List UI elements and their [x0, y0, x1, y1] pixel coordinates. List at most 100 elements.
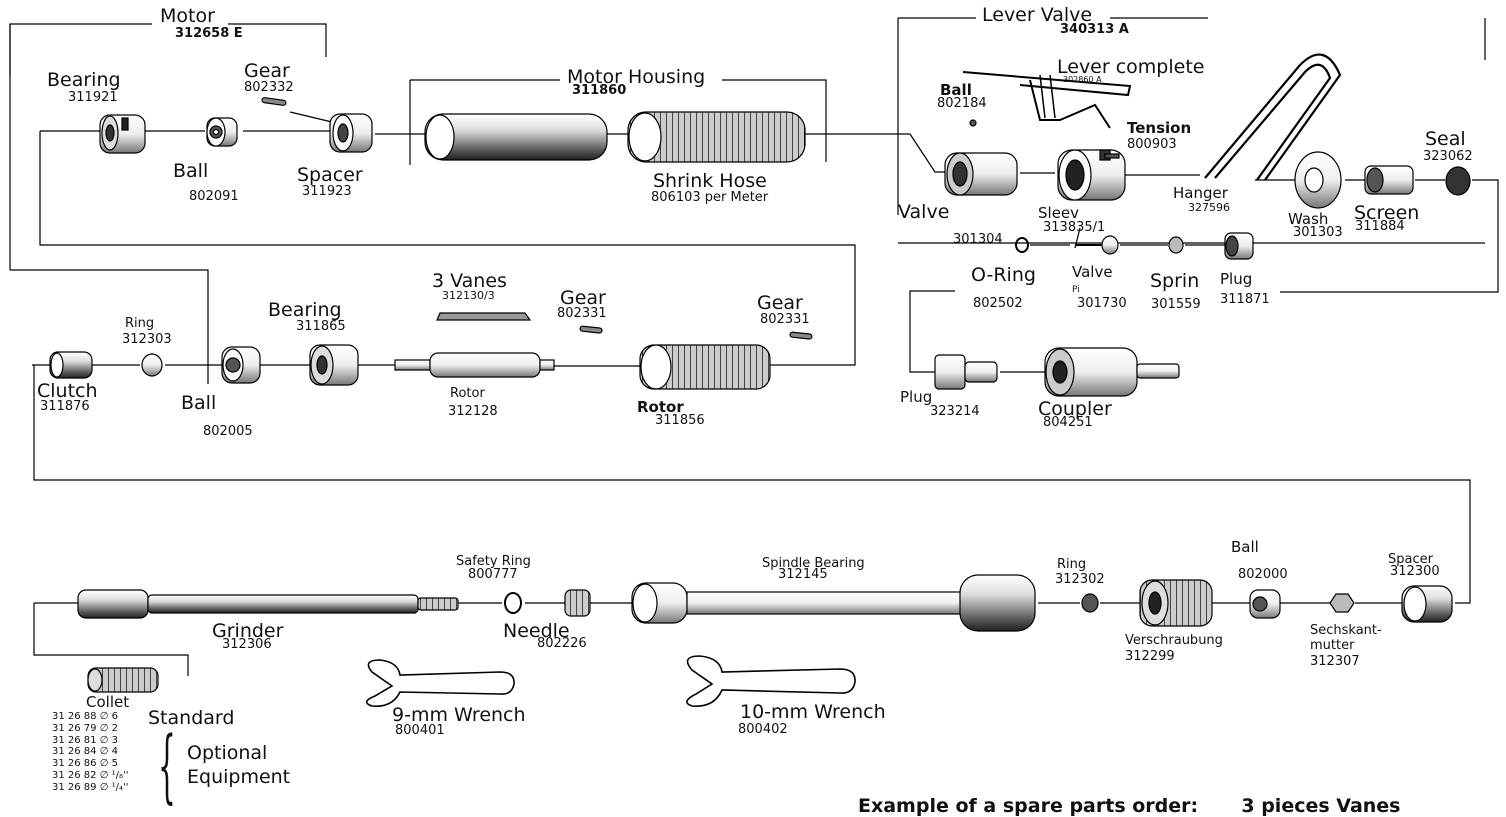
tension-name: Tension — [1127, 119, 1192, 137]
gear-802332-part: 802332 — [244, 80, 294, 95]
seal-drawing — [1445, 166, 1471, 196]
lever-complete-name: Lever complete — [1057, 56, 1205, 78]
motor-assembly-part: 312658 E — [175, 26, 243, 41]
order-example: 3 pieces Vanes — [1241, 795, 1401, 817]
lever-complete-part: 302860 A — [1063, 75, 1102, 84]
spindle-bearing-part: 312145 — [778, 567, 828, 582]
spacer-312300-name: Spacer — [1388, 552, 1433, 567]
safety-ring-drawing — [504, 592, 522, 614]
ball-802091-name: Ball — [173, 160, 209, 182]
lever-valve-name: Lever Valve — [982, 4, 1093, 26]
motor-assembly-name: Motor — [160, 5, 215, 27]
spring-part: 301559 — [1151, 297, 1201, 312]
seal-part: 323062 — [1423, 149, 1473, 164]
collet-item: 31 26 89 ∅ ¹/₄'' — [52, 781, 129, 793]
sechskantmutter-drawing — [1329, 593, 1355, 613]
o-ring-part-a: 301304 — [953, 232, 1003, 247]
gear-802331-b-name: Gear — [757, 292, 803, 314]
order-label: Example of a spare parts order: — [858, 795, 1199, 817]
ring-312303-part: 312303 — [122, 332, 172, 347]
lever-valve-part: 340313 A — [1060, 22, 1129, 37]
spacer-311923-name: Spacer — [297, 164, 363, 186]
collet-item: 31 26 86 ∅ 5 — [52, 758, 118, 770]
spare-parts-order-example: Example of a spare parts order: 3 pieces… — [858, 795, 1401, 817]
gear-802332-name: Gear — [244, 60, 290, 82]
motor-housing-part: 311860 — [572, 83, 627, 98]
valve-name: Valve — [898, 201, 950, 223]
ring-312302-drawing — [1081, 593, 1099, 613]
gear-802331-b-drawing — [789, 331, 813, 340]
plug-311871-part: 311871 — [1220, 292, 1270, 307]
lever-complete-drawing — [962, 71, 1132, 129]
screen-part: 311884 — [1355, 219, 1405, 234]
o-ring-drawing — [1015, 237, 1029, 253]
spring-name: Sprin — [1150, 270, 1200, 292]
vanes-drawing — [436, 312, 532, 321]
spindle-bearing-name: Spindle Bearing — [762, 556, 865, 571]
valve-pin-drawing — [1075, 235, 1119, 255]
valve-pin-name: Valve — [1072, 263, 1113, 281]
gear-802331-a-name: Gear — [560, 287, 606, 309]
ring-312303-name: Ring — [125, 316, 155, 331]
gear-802332-drawing — [261, 97, 287, 106]
motor-housing-tube-drawing — [424, 113, 608, 161]
sleeve-part: 313835/1 — [1043, 220, 1106, 235]
coupler-part: 804251 — [1043, 415, 1093, 430]
wrench-9mm-part: 800401 — [395, 723, 445, 738]
hanger-name: Hanger — [1173, 184, 1228, 202]
grinder-part: 312306 — [222, 637, 272, 652]
safety-ring-name: Safety Ring — [456, 554, 531, 569]
hanger-part: 327596 — [1188, 201, 1230, 214]
ball-802184-part: 802184 — [937, 96, 987, 111]
tension-pin-drawing — [1104, 153, 1120, 159]
tension-part: 800903 — [1127, 137, 1177, 152]
motor-housing-name: Motor Housing — [567, 66, 706, 88]
spindle-bearing-drawing — [631, 574, 1036, 632]
spacer-311923-part: 311923 — [302, 184, 352, 199]
collet-item: 31 26 84 ∅ 4 — [52, 746, 118, 758]
hanger-drawing — [1204, 53, 1342, 181]
collet-size-list: 31 26 88 ∅ 6 31 26 79 ∅ 2 31 26 81 ∅ 3 3… — [52, 711, 128, 794]
gear-802331-a-part: 802331 — [557, 306, 607, 321]
screen-drawing — [1364, 165, 1414, 195]
vanes-name: 3 Vanes — [432, 270, 507, 292]
collet-item: 31 26 79 ∅ 2 — [52, 722, 118, 734]
part-drawings — [49, 53, 1471, 708]
ball-802005-part: 802005 — [203, 424, 253, 439]
valve-pin-part: 301730 — [1077, 296, 1127, 311]
plug-311871-name: Plug — [1220, 270, 1253, 288]
sechskantmutter-part: 312307 — [1310, 654, 1360, 669]
wrench-10mm-name: 10-mm Wrench — [740, 701, 886, 723]
seal-name: Seal — [1425, 128, 1466, 150]
clutch-part: 311876 — [40, 399, 90, 414]
ring-312302-name: Ring — [1057, 557, 1087, 572]
screen-name: Screen — [1354, 202, 1420, 224]
bearing-311921-name: Bearing — [47, 69, 121, 91]
verschraubung-part: 312299 — [1125, 649, 1175, 664]
coupler-name: Coupler — [1038, 398, 1112, 420]
bearing-311865-name: Bearing — [268, 299, 342, 321]
ball-802005-name: Ball — [181, 392, 217, 414]
collet-drawing — [87, 667, 159, 693]
plug-323214-name: Plug — [900, 388, 933, 406]
plug-323214-part: 323214 — [930, 404, 980, 419]
optional-brace: { — [158, 719, 176, 812]
plug-323214-drawing — [934, 354, 998, 390]
rotor-312128-drawing — [394, 352, 555, 378]
collet-item: 31 26 88 ∅ 6 — [52, 711, 118, 722]
shrink-hose-part: 806103 per Meter — [651, 190, 769, 205]
ball-802091-part: 802091 — [189, 189, 239, 204]
connector-lines — [9, 17, 1499, 676]
rotor-311856-name: Rotor — [637, 398, 684, 416]
shrink-hose-name: Shrink Hose — [653, 170, 767, 192]
ball-802184-name: Ball — [940, 81, 972, 99]
needle-name: Needle — [503, 620, 570, 642]
valve-drawing — [944, 152, 1018, 196]
gear-802331-b-part: 802331 — [760, 312, 810, 327]
collet-item: 31 26 82 ∅ ¹/₈'' — [52, 769, 129, 781]
bearing-311865-part: 311865 — [296, 319, 346, 334]
gear-802331-a-drawing — [579, 325, 603, 334]
verschraubung-drawing — [1139, 579, 1213, 627]
optional-label-2: Equipment — [187, 766, 291, 788]
